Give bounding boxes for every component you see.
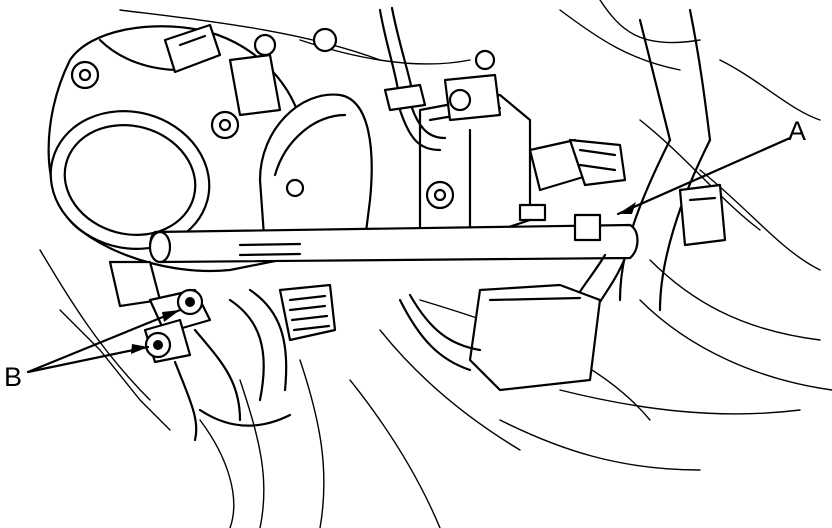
hoses-b xyxy=(108,260,292,442)
callout-b-leaders xyxy=(26,308,182,374)
vacuum-hose-top xyxy=(378,6,447,152)
throttle-linkage-cover xyxy=(258,93,373,252)
large-hose-right xyxy=(618,8,727,312)
callout-label-a: A xyxy=(788,116,807,146)
lower-manifold xyxy=(398,283,602,392)
callout-label-b: B xyxy=(4,362,23,392)
callout-a-leader xyxy=(616,136,792,216)
front-tube xyxy=(148,213,639,264)
throttle-body xyxy=(47,23,338,273)
background-engine-contours xyxy=(39,0,832,528)
coolant-connector xyxy=(278,283,337,342)
iac-valve xyxy=(418,49,627,242)
